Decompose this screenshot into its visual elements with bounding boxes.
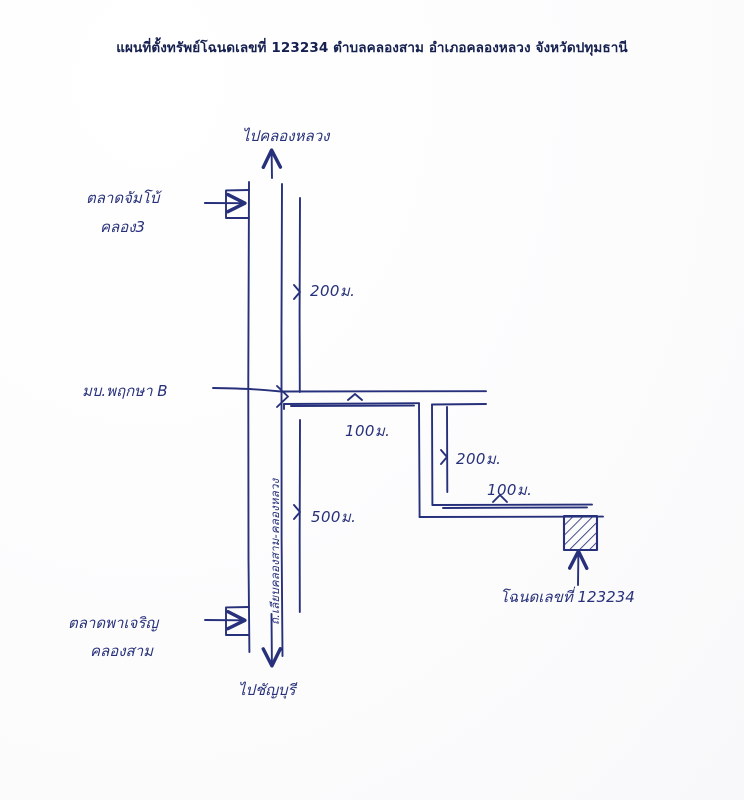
label-dimension-100-upper: 100ม.: [345, 422, 391, 440]
south-branch-road-200: [418, 402, 487, 518]
label-direction-north: ไปคลองหลวง: [242, 127, 330, 145]
main-road-right-edge: [280, 183, 284, 657]
dimension-line-200-upper: [293, 197, 301, 393]
dimension-line-100-upper: [290, 393, 415, 407]
label-village-pruksa: มบ.พฤกษา B: [82, 382, 168, 400]
jumbo-market-side-road: [204, 189, 250, 219]
label-direction-south: ไปชัญบุรี: [238, 681, 296, 699]
pruksa-village-road: [212, 387, 282, 393]
label-road-name-vertical: ถ.เลียบคลองสาม-คลองหลวง: [268, 478, 282, 625]
main-road-left-edge: [247, 181, 251, 653]
parcel-plot-hatched: [562, 514, 599, 552]
label-dimension-200-right: 200ม.: [456, 450, 502, 468]
dimension-line-500-lower: [293, 419, 301, 613]
label-market-pha-charoen-line1: ตลาดพาเจริญ: [68, 614, 159, 632]
label-market-pha-charoen-line2: คลองสาม: [90, 642, 154, 660]
dimension-line-200-right: [440, 406, 449, 493]
label-dimension-500-lower: 500ม.: [311, 508, 357, 526]
label-dimension-100-right: 100ม.: [487, 481, 533, 499]
east-branch-road-upper: [276, 385, 487, 410]
label-market-jumbo-line2: คลอง3: [100, 218, 146, 236]
pha-charoen-market-side-road: [204, 606, 250, 636]
page-title: แผนที่ตั้งทรัพย์โฉนดเลขที่ 123234 ตำบลคล…: [116, 40, 628, 56]
dimension-line-100-right: [442, 494, 588, 509]
label-dimension-200-upper: 200ม.: [310, 282, 356, 300]
label-parcel-deed-number: โฉนดเลขที่ 123234: [500, 588, 635, 606]
label-market-jumbo-line1: ตลาดจัมโบ้: [86, 189, 160, 207]
